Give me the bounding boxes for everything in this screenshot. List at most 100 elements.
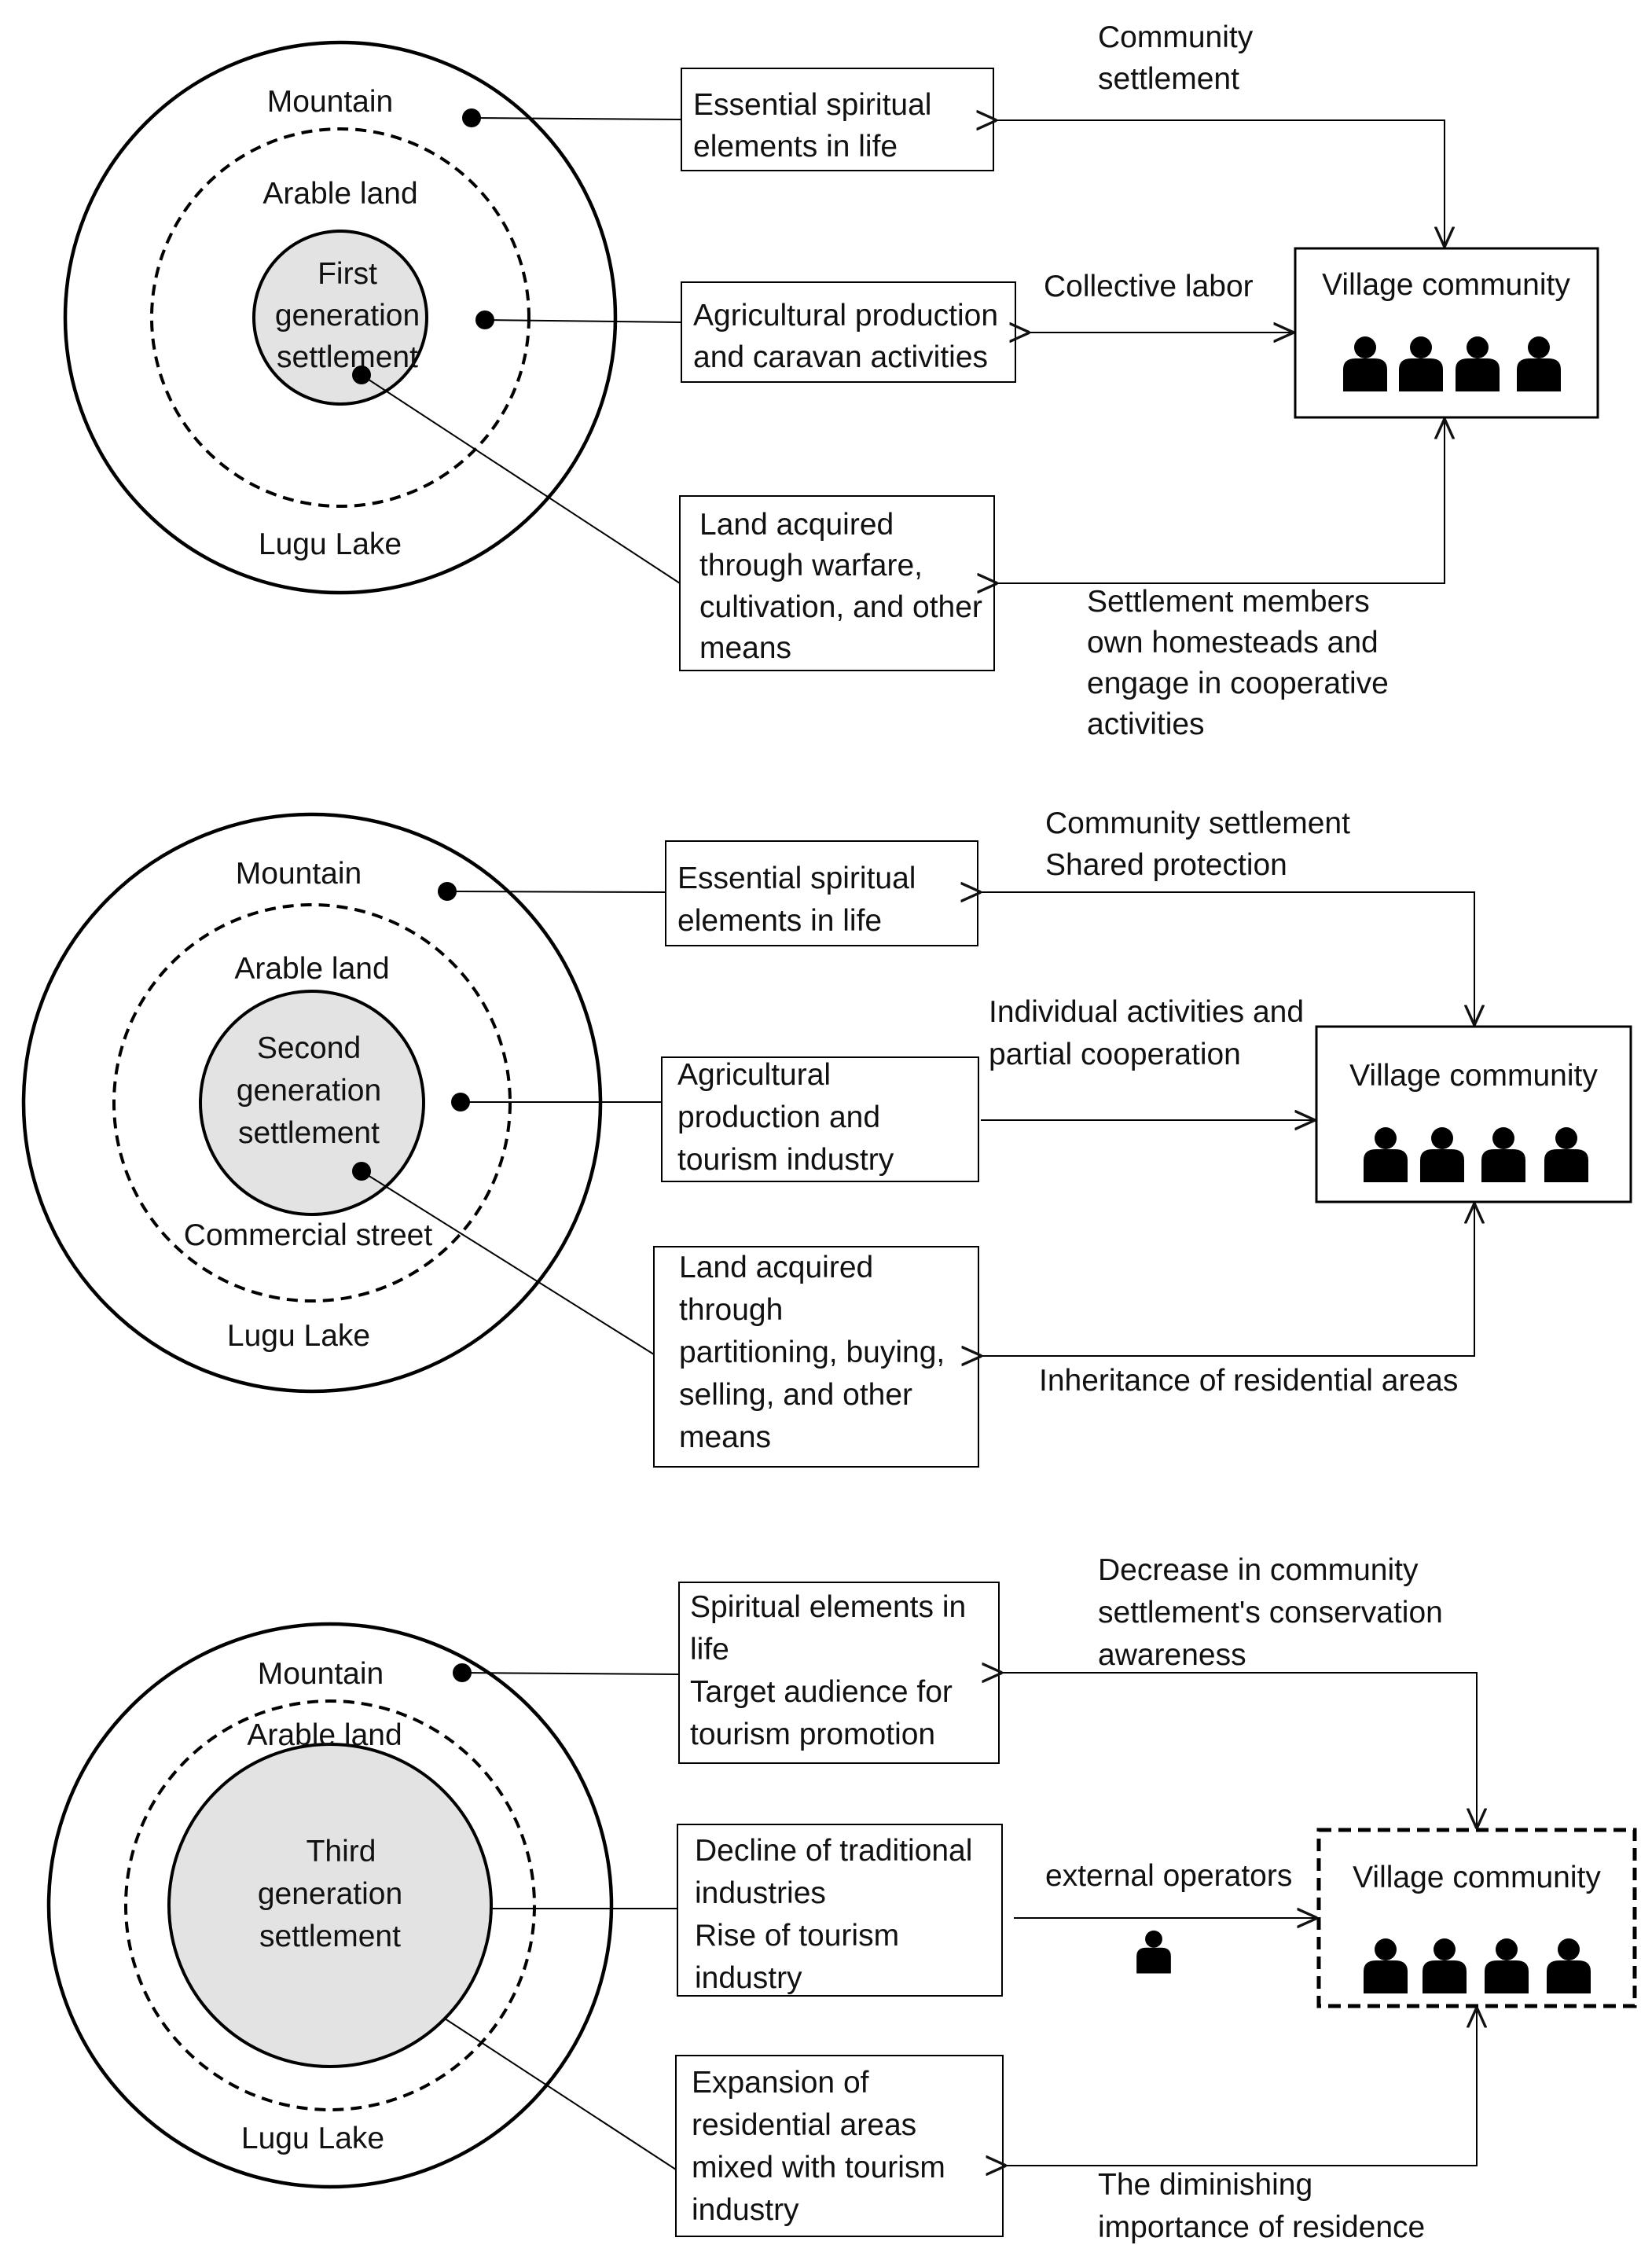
land-box-line-1: Land acquired bbox=[679, 1251, 873, 1284]
production-box-line-2: production and bbox=[677, 1100, 880, 1134]
link-top-line-1: Community bbox=[1098, 20, 1254, 54]
mountain-ring bbox=[46, 1622, 614, 2189]
link-top-line-2: settlement bbox=[1098, 62, 1239, 96]
link-bottom-line-3: engage in cooperative bbox=[1087, 667, 1389, 700]
arable-land-label: Arable land bbox=[234, 952, 389, 986]
land-box-line-4: means bbox=[699, 631, 791, 665]
village-community-label: Village community bbox=[1322, 268, 1570, 302]
link-middle-line-2: partial cooperation bbox=[989, 1038, 1241, 1071]
land-box-line-3: mixed with tourism bbox=[692, 2151, 945, 2184]
spiritual-box-line-2: elements in life bbox=[677, 904, 882, 938]
mountain-label: Mountain bbox=[267, 85, 393, 119]
settlement-label-line-1: First bbox=[318, 257, 377, 291]
link-top-line-2: Shared protection bbox=[1045, 848, 1287, 882]
link-bottom-line-2: importance of residence bbox=[1098, 2210, 1425, 2244]
arable-leader-line bbox=[484, 319, 682, 323]
land-box-line-5: means bbox=[679, 1420, 771, 1454]
settlement-label-line-2: generation bbox=[275, 299, 420, 333]
land-box-line-3: partitioning, buying, bbox=[679, 1336, 945, 1369]
mountain-label: Mountain bbox=[236, 857, 362, 891]
spiritual-box-line-1: Essential spiritual bbox=[677, 862, 916, 895]
link-bottom-line-2: own homesteads and bbox=[1087, 626, 1379, 660]
mountain-ring bbox=[63, 40, 618, 595]
land-box-line-4: industry bbox=[692, 2193, 799, 2227]
panel-first-generation: Mountain Arable land First generation se… bbox=[63, 20, 1599, 741]
link-bottom-line-1: The diminishing bbox=[1098, 2168, 1312, 2202]
person-icon bbox=[1485, 1938, 1529, 1993]
lake-label: Lugu Lake bbox=[227, 1319, 370, 1353]
production-box-line-4: industry bbox=[695, 1961, 802, 1995]
village-community-box bbox=[1294, 247, 1599, 419]
production-box-line-1: Agricultural bbox=[677, 1058, 831, 1092]
settlement-label-line-3: settlement bbox=[259, 1920, 401, 1953]
arable-land-label: Arable land bbox=[262, 177, 417, 211]
person-icon bbox=[1423, 1938, 1467, 1993]
settlement-core bbox=[167, 1743, 493, 2068]
production-box bbox=[677, 1824, 1003, 1997]
person-icon bbox=[1364, 1938, 1408, 1993]
link-bottom-label: Inheritance of residential areas bbox=[1039, 1364, 1458, 1398]
person-icon bbox=[1456, 336, 1500, 391]
land-box-line-4: selling, and other bbox=[679, 1378, 912, 1412]
person-icon bbox=[1547, 1938, 1591, 1993]
settlement-label-line-3: settlement bbox=[238, 1116, 380, 1150]
land-box-line-2: through bbox=[679, 1293, 783, 1327]
land-box-line-3: cultivation, and other bbox=[699, 590, 982, 624]
production-box bbox=[661, 1056, 979, 1182]
spiritual-box-line-4: tourism promotion bbox=[690, 1718, 935, 1751]
land-box-line-2: through warfare, bbox=[699, 549, 923, 582]
production-box-line-1: Decline of traditional bbox=[695, 1834, 972, 1868]
mountain-leader-line bbox=[471, 117, 682, 120]
production-box-line-1: Agricultural production bbox=[693, 299, 998, 333]
mountain-leader-line bbox=[446, 891, 666, 893]
mountain-label: Mountain bbox=[258, 1657, 384, 1691]
person-icon bbox=[1481, 1127, 1525, 1182]
production-box-line-3: Rise of tourism bbox=[695, 1919, 899, 1953]
spiritual-box-line-1: Spiritual elements in bbox=[690, 1590, 966, 1624]
external-operator-person-icon bbox=[1136, 1930, 1171, 1974]
person-icon bbox=[1399, 336, 1443, 391]
production-box-line-2: industries bbox=[695, 1876, 826, 1910]
settlement-leader-line bbox=[361, 374, 681, 584]
homestead-arrow bbox=[997, 420, 1445, 583]
link-top-line-1: Decrease in community bbox=[1098, 1553, 1419, 1587]
panel-second-generation: Mountain Arable land Second generation s… bbox=[21, 807, 1632, 1468]
shared-protection-arrow bbox=[980, 892, 1474, 1024]
residential-leader-line bbox=[444, 2018, 677, 2170]
link-bottom-line-4: activities bbox=[1087, 707, 1205, 741]
settlement-label-line-1: Second bbox=[257, 1031, 361, 1065]
person-icon bbox=[1364, 1127, 1408, 1182]
person-icon bbox=[1544, 1127, 1588, 1182]
production-box-line-2: and caravan activities bbox=[693, 340, 988, 374]
village-community-box bbox=[1316, 1828, 1637, 2008]
settlement-label-line-1: Third bbox=[307, 1835, 376, 1868]
lake-label: Lugu Lake bbox=[241, 2122, 384, 2155]
arable-land-ring bbox=[150, 127, 530, 508]
community-settlement-arrow bbox=[996, 120, 1445, 246]
link-top-line-1: Community settlement bbox=[1045, 807, 1350, 840]
link-top-line-3: awareness bbox=[1098, 1638, 1246, 1672]
panel-third-generation: Mountain Arable land Third generation se… bbox=[46, 1553, 1637, 2244]
village-community-label: Village community bbox=[1353, 1861, 1601, 1894]
spiritual-box-line-1: Essential spiritual bbox=[693, 88, 931, 122]
link-middle-line-1: Individual activities and bbox=[989, 995, 1304, 1029]
land-box-line-1: Expansion of bbox=[692, 2066, 869, 2100]
arable-land-ring bbox=[124, 1699, 536, 2111]
link-top-line-2: settlement's conservation bbox=[1098, 1596, 1443, 1630]
spiritual-box-line-2: elements in life bbox=[693, 130, 898, 164]
arable-land-label: Arable land bbox=[247, 1718, 402, 1752]
commercial-street-label: Commercial street bbox=[184, 1218, 433, 1252]
settlement-label-line-2: generation bbox=[258, 1877, 402, 1911]
link-middle-label: Collective labor bbox=[1044, 270, 1254, 303]
village-community-label: Village community bbox=[1349, 1059, 1598, 1093]
spiritual-box-line-3: Target audience for bbox=[690, 1675, 953, 1709]
village-community-box bbox=[1315, 1025, 1632, 1203]
person-icon bbox=[1343, 336, 1387, 391]
person-icon bbox=[1517, 336, 1561, 391]
land-box-line-1: Land acquired bbox=[699, 508, 894, 542]
conservation-awareness-arrow bbox=[1001, 1673, 1477, 1828]
settlement-label-line-3: settlement bbox=[277, 340, 418, 374]
link-bottom-line-1: Settlement members bbox=[1087, 585, 1370, 619]
